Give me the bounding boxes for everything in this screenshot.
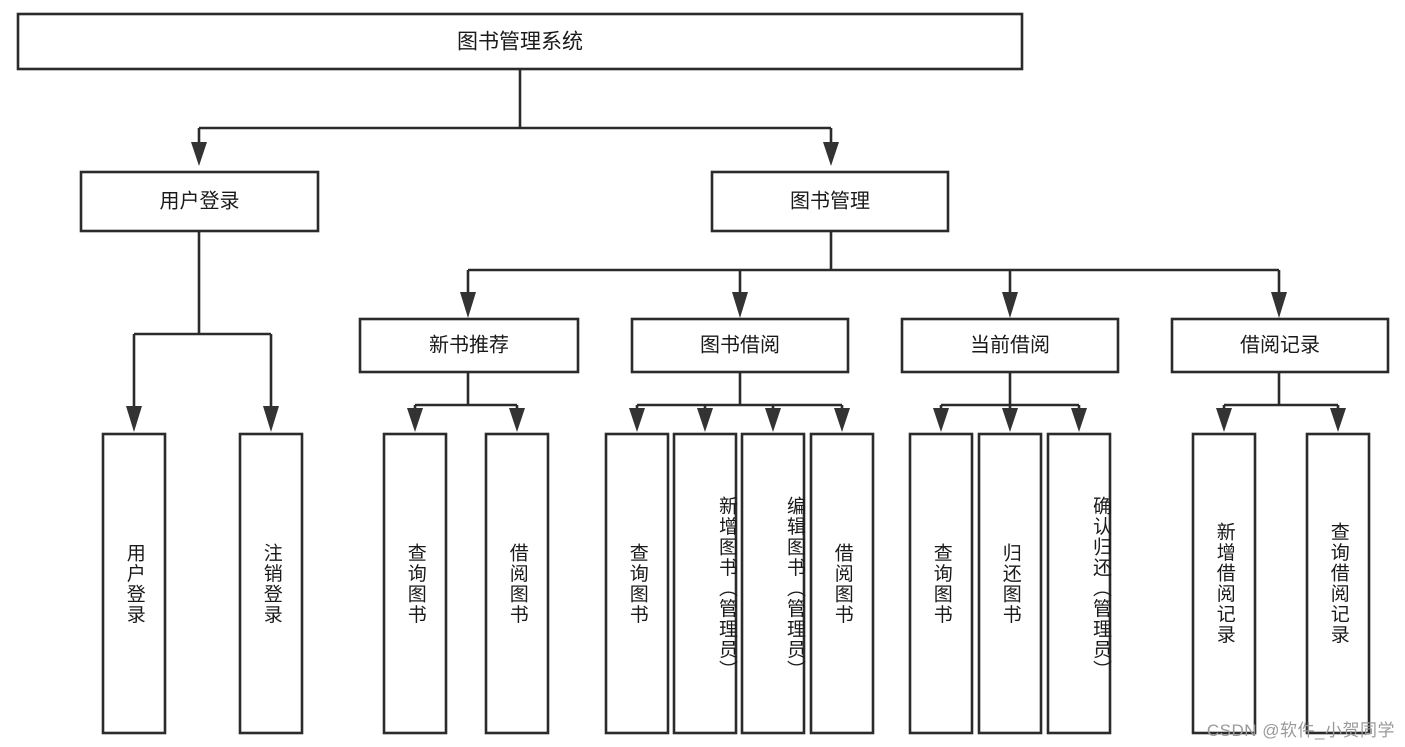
- arrowhead-to-book-mgmt: [823, 142, 839, 166]
- node-level3-borrowing-record-box[interactable]: [1170, 317, 1390, 374]
- arrowhead-to-new-book-rec: [460, 292, 476, 318]
- arrowhead-leaf-user-login: [126, 406, 142, 432]
- node-level3-current-borrowing[interactable]: 当前借阅: [900, 317, 1120, 374]
- leaf-box-add-borrow-record[interactable]: [1191, 432, 1257, 735]
- node-level3-new-book-recommendation-label: 新书推荐: [429, 333, 509, 356]
- arrowhead-to-current-borrow: [1002, 292, 1018, 318]
- leaf-box-user-login[interactable]: [101, 432, 167, 735]
- arrowhead-leaf-return-book: [1002, 408, 1018, 432]
- node-level2-book-management[interactable]: 图书管理: [710, 170, 950, 233]
- node-root-box[interactable]: [16, 12, 1024, 71]
- node-level3-book-borrowing[interactable]: 图书借阅: [630, 317, 850, 374]
- node-level2-book-management-box[interactable]: [710, 170, 950, 233]
- node-level2-user-login-label: 用户登录: [160, 189, 240, 212]
- arrowhead-leaf-query-book-1: [407, 408, 423, 432]
- arrowhead-to-user-login: [191, 142, 207, 166]
- arrowhead-leaf-confirm-return: [1071, 408, 1087, 432]
- connector-group-currentborrow-to-leaves: [933, 372, 1087, 432]
- connector-group-bookmgmt-to-level3: [460, 231, 1287, 318]
- connector-group-userlogin-to-leaves: [126, 231, 279, 432]
- node-level3-borrowing-record[interactable]: 借阅记录: [1170, 317, 1390, 374]
- arrowhead-leaf-add-book: [697, 408, 713, 432]
- csdn-watermark: CSDN @软件_小贺同学: [1206, 721, 1395, 740]
- arrowhead-leaf-borrow-book-1: [509, 408, 525, 432]
- node-root-label: 图书管理系统: [457, 31, 583, 54]
- node-level2-user-login-box[interactable]: [79, 170, 320, 233]
- connector-group-newbookrec-to-leaves: [407, 372, 525, 432]
- node-level3-current-borrowing-box[interactable]: [900, 317, 1120, 374]
- leaf-box-borrow-book-1[interactable]: [484, 432, 550, 735]
- node-level3-book-borrowing-box[interactable]: [630, 317, 850, 374]
- leaf-box-borrow-book-2[interactable]: [809, 432, 875, 735]
- leaf-node-boxes: [101, 432, 1371, 735]
- node-level2-book-management-label: 图书管理: [790, 189, 870, 212]
- leaf-box-query-book-3[interactable]: [908, 432, 974, 735]
- connector-group-borrowrecord-to-leaves: [1216, 372, 1346, 432]
- node-level3-current-borrowing-label: 当前借阅: [970, 333, 1050, 356]
- arrowhead-leaf-add-record: [1216, 408, 1232, 432]
- arrowhead-leaf-query-book-3: [933, 408, 949, 432]
- node-level3-book-borrowing-label: 图书借阅: [700, 333, 780, 356]
- leaf-box-query-book-1[interactable]: [382, 432, 448, 735]
- leaf-box-confirm-return-admin[interactable]: [1046, 432, 1112, 735]
- arrowhead-leaf-borrow-book-2: [834, 408, 850, 432]
- leaf-box-query-book-2[interactable]: [604, 432, 670, 735]
- arrowhead-leaf-edit-book: [765, 408, 781, 432]
- node-root-book-management-system[interactable]: 图书管理系统: [16, 12, 1024, 71]
- node-level3-new-book-recommendation-box[interactable]: [358, 317, 580, 374]
- node-level3-borrowing-record-label: 借阅记录: [1240, 333, 1320, 356]
- leaf-box-edit-book-admin[interactable]: [740, 432, 806, 735]
- arrowhead-leaf-query-record: [1330, 408, 1346, 432]
- connector-group-root-to-level2: [191, 69, 839, 166]
- node-level3-new-book-recommendation[interactable]: 新书推荐: [358, 317, 580, 374]
- arrowhead-to-borrow-record: [1271, 292, 1287, 318]
- connector-group-bookborrow-to-leaves: [629, 372, 850, 432]
- leaf-box-logout[interactable]: [238, 432, 304, 735]
- node-level2-user-login[interactable]: 用户登录: [79, 170, 320, 233]
- arrowhead-leaf-logout: [263, 406, 279, 432]
- arrowhead-to-book-borrow: [732, 292, 748, 318]
- arrowhead-leaf-query-book-2: [629, 408, 645, 432]
- leaf-box-query-borrow-record[interactable]: [1305, 432, 1371, 735]
- leaf-box-add-book-admin[interactable]: [672, 432, 738, 735]
- leaf-box-return-book[interactable]: [977, 432, 1043, 735]
